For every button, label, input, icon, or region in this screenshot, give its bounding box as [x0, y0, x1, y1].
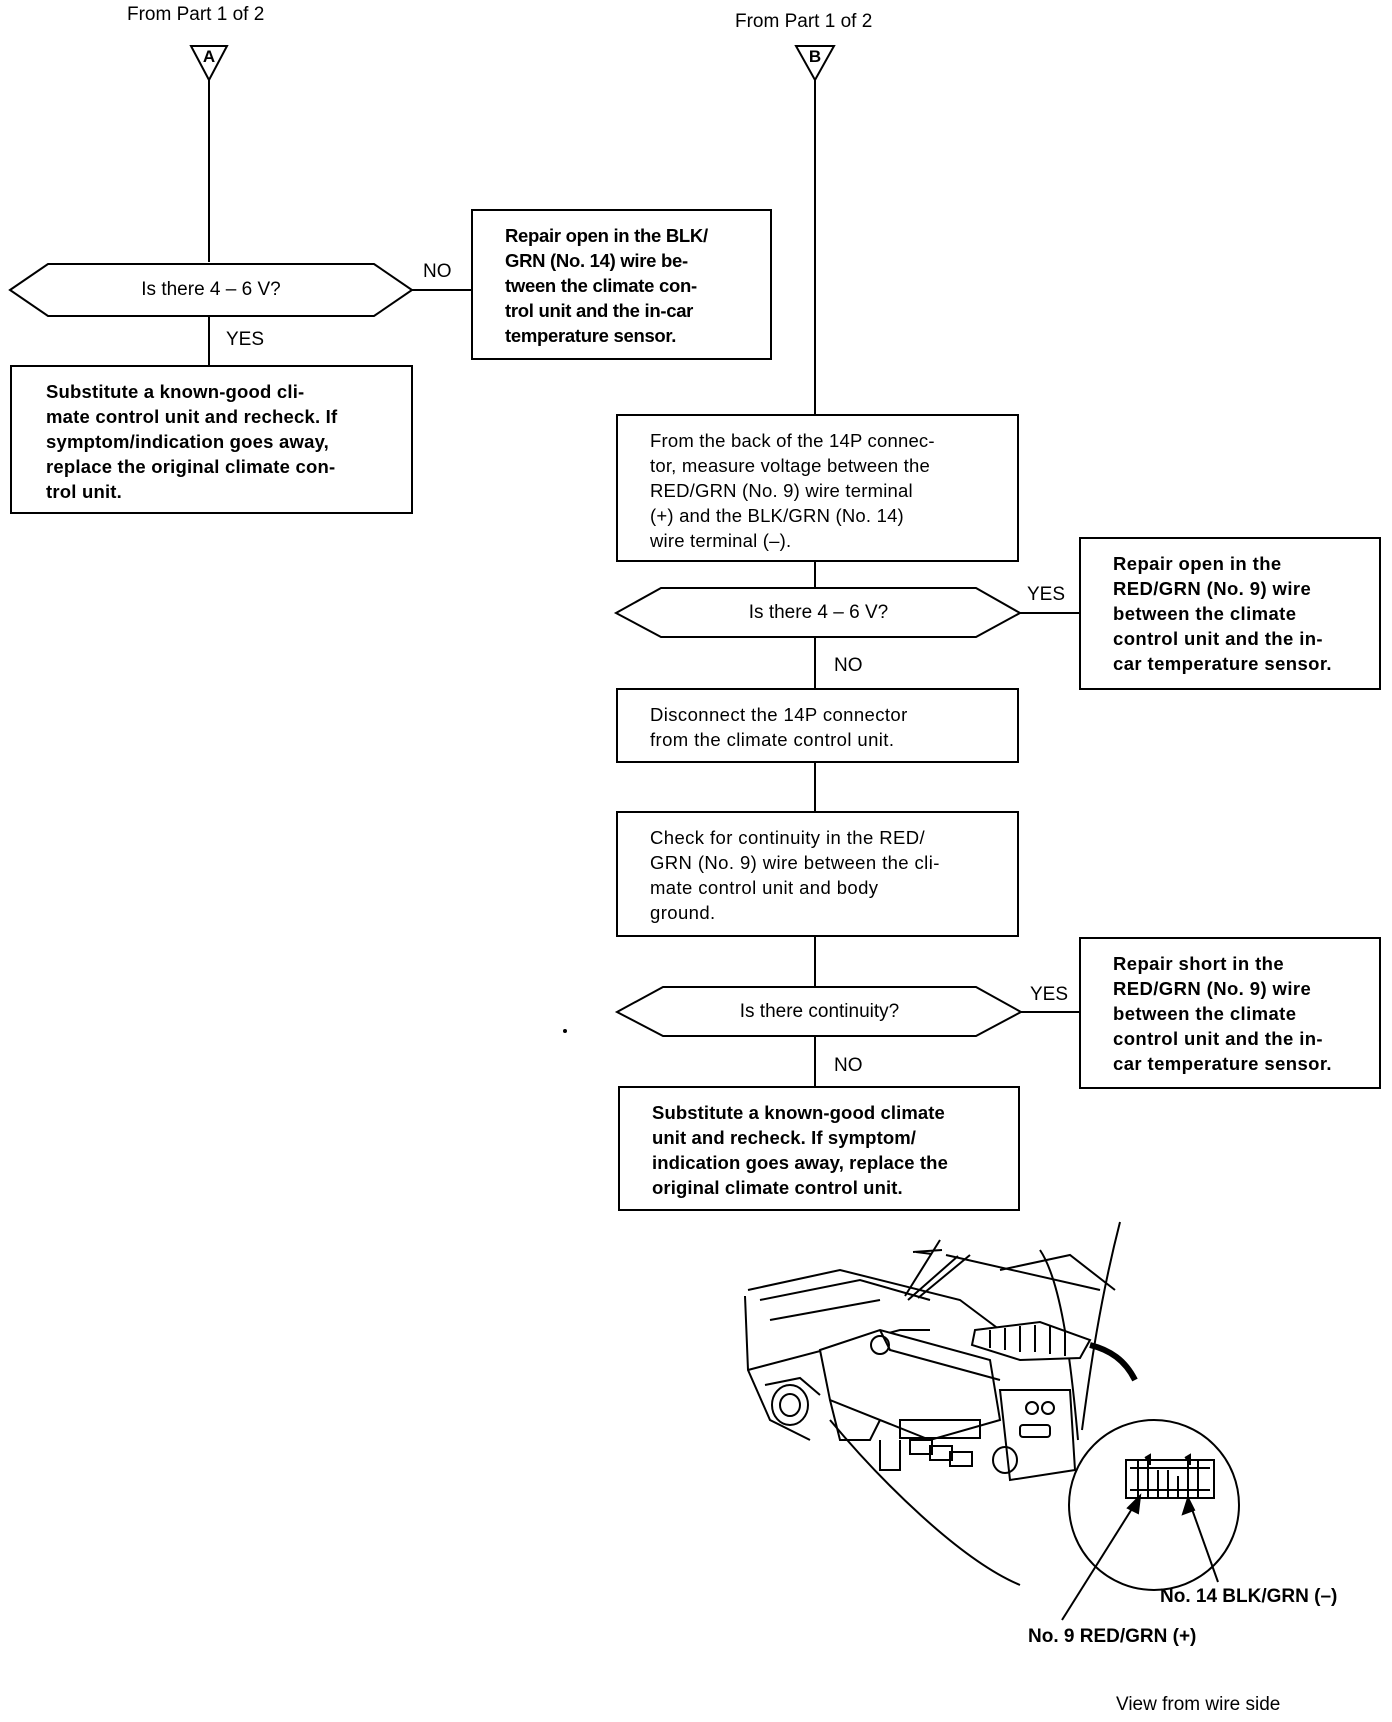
- check-continuity-box: Check for continuity in the RED/ GRN (No…: [616, 811, 1019, 937]
- decision2-yes-label: YES: [1030, 984, 1069, 1005]
- left-yes-action-box: Substitute a known-good cli- mate contro…: [10, 365, 413, 514]
- substitute-unit-box: Substitute a known-good climate unit and…: [618, 1086, 1020, 1211]
- connector-b-label: From Part 1 of 2: [735, 11, 873, 32]
- disconnect-connector-box: Disconnect the 14P connector from the cl…: [616, 688, 1019, 763]
- connector-a-label: From Part 1 of 2: [127, 4, 265, 25]
- repair-short-red-grn-box: Repair short in the RED/GRN (No. 9) wire…: [1079, 937, 1381, 1089]
- connector-b-triangle: [794, 45, 836, 83]
- terminal-9-label: No. 9 RED/GRN (+): [1028, 1626, 1197, 1647]
- connector-a-triangle: [189, 45, 229, 83]
- connector-b-letter: B: [808, 47, 822, 66]
- left-decision-text: Is there 4 – 6 V?: [141, 279, 281, 300]
- left-no-label: NO: [423, 261, 452, 282]
- decision2-no-label: NO: [834, 1055, 863, 1076]
- connector-a-letter: A: [202, 47, 216, 66]
- decision1-no-label: NO: [834, 655, 863, 676]
- decision2-text: Is there continuity?: [739, 1001, 900, 1022]
- repair-open-red-grn-box: Repair open in the RED/GRN (No. 9) wire …: [1079, 537, 1381, 690]
- terminal-14-pointer: [1187, 1497, 1219, 1583]
- measure-voltage-box: From the back of the 14P connec- tor, me…: [616, 414, 1019, 562]
- left-yes-label: YES: [226, 329, 265, 350]
- decision1-yes-label: YES: [1027, 584, 1066, 605]
- terminal-9-pointer: [1061, 1495, 1141, 1621]
- magnified-view-circle: [1068, 1419, 1240, 1591]
- dashboard-illustration: [563, 1029, 1240, 1621]
- view-caption: View from wire side: [1116, 1694, 1281, 1715]
- left-no-action-box: Repair open in the BLK/ GRN (No. 14) wir…: [471, 209, 772, 360]
- decision1-text: Is there 4 – 6 V?: [748, 602, 889, 623]
- terminal-14-label: No. 14 BLK/GRN (–): [1160, 1586, 1338, 1607]
- connector-terminal-view: [1125, 1459, 1215, 1499]
